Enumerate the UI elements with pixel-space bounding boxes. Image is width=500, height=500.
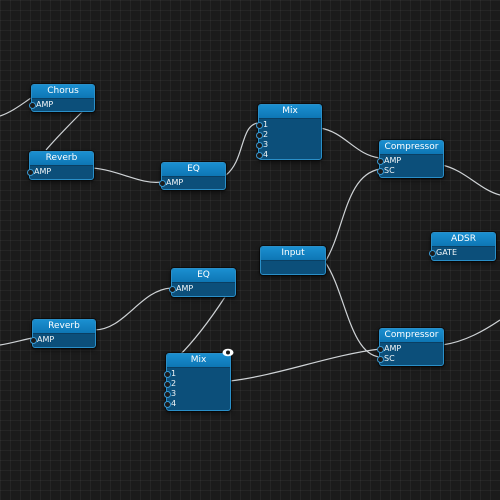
port-label: AMP	[34, 167, 52, 176]
port-label: 3	[263, 140, 269, 149]
wire-offscreen-to-chorus[interactable]	[0, 97, 32, 117]
node-title: Mix	[167, 354, 230, 368]
node-title: Mix	[259, 105, 321, 119]
port-gate[interactable]: GATE	[429, 248, 495, 258]
node-reverb[interactable]: Reverb AMP	[27, 151, 94, 180]
port-label: 2	[263, 130, 269, 139]
port-amp[interactable]: AMP	[377, 344, 443, 354]
wire-eq-to-mix[interactable]	[225, 122, 259, 176]
node-compressor[interactable]: Compressor AMP SC	[377, 140, 444, 178]
port-jack[interactable]	[164, 401, 171, 408]
port-label: AMP	[36, 100, 54, 109]
port-jack[interactable]	[256, 132, 263, 139]
port-jack[interactable]	[256, 142, 263, 149]
port-label: AMP	[37, 335, 55, 344]
port-label: 3	[171, 389, 177, 398]
port-jack[interactable]	[377, 168, 384, 175]
port-amp[interactable]: AMP	[29, 100, 94, 110]
port-jack[interactable]	[377, 356, 384, 363]
port-4[interactable]: 4	[164, 399, 230, 409]
node-title: Reverb	[33, 320, 95, 334]
port-label: SC	[384, 166, 395, 175]
port-label: AMP	[176, 284, 194, 293]
node-chorus[interactable]: Chorus AMP	[29, 84, 95, 112]
port-label: 2	[171, 379, 177, 388]
port-2[interactable]: 2	[164, 379, 230, 389]
port-label: 1	[171, 369, 177, 378]
port-jack[interactable]	[30, 337, 37, 344]
wire-chorus-to-reverb[interactable]	[45, 109, 85, 151]
port-jack[interactable]	[29, 102, 36, 109]
wire-reverb-to-eq-bottom[interactable]	[93, 287, 172, 331]
port-label: 4	[263, 150, 269, 159]
port-jack[interactable]	[256, 122, 263, 129]
port-3[interactable]: 3	[164, 389, 230, 399]
port-jack[interactable]	[429, 250, 436, 257]
port-jack[interactable]	[164, 371, 171, 378]
node-adsr[interactable]: ADSR GATE	[429, 232, 496, 261]
port-jack[interactable]	[377, 158, 384, 165]
wire-input-to-compressor-bottom[interactable]	[324, 261, 381, 358]
port-amp[interactable]: AMP	[30, 335, 95, 345]
node-title: EQ	[162, 163, 225, 177]
wire-compressor-bottom-out[interactable]	[441, 319, 500, 346]
node-eq[interactable]: EQ AMP	[159, 162, 226, 190]
eye-icon[interactable]	[222, 348, 234, 357]
port-amp[interactable]: AMP	[159, 178, 225, 188]
node-title: EQ	[172, 269, 235, 283]
port-jack[interactable]	[159, 180, 166, 187]
port-jack[interactable]	[169, 286, 176, 293]
wire-mix-to-compressor-top[interactable]	[319, 127, 381, 159]
port-label: AMP	[384, 156, 402, 165]
port-amp[interactable]: AMP	[169, 284, 235, 294]
port-label: 4	[171, 399, 177, 408]
wire-reverb-to-eq[interactable]	[91, 167, 163, 183]
wire-eq-to-mix-bottom[interactable]	[177, 296, 226, 358]
node-eq[interactable]: EQ AMP	[169, 268, 236, 297]
port-jack[interactable]	[27, 169, 34, 176]
port-1[interactable]: 1	[164, 369, 230, 379]
port-amp[interactable]: AMP	[27, 167, 93, 177]
port-label: AMP	[384, 344, 402, 353]
port-4[interactable]: 4	[256, 150, 321, 160]
wire-offscreen-to-reverb-bottom[interactable]	[0, 337, 33, 346]
node-mix[interactable]: Mix 1 2 3 4	[256, 104, 322, 160]
node-compressor[interactable]: Compressor AMP SC	[377, 328, 444, 366]
port-amp[interactable]: AMP	[377, 156, 443, 166]
port-sc[interactable]: SC	[377, 354, 443, 364]
port-jack[interactable]	[164, 381, 171, 388]
port-label: AMP	[166, 178, 184, 187]
node-input[interactable]: Input	[260, 246, 326, 275]
wire-mix-to-compressor-bottom[interactable]	[229, 348, 381, 382]
wire-input-to-compressor-top-sc[interactable]	[324, 168, 381, 263]
node-title: Chorus	[32, 85, 94, 99]
port-1[interactable]: 1	[256, 120, 321, 130]
port-2[interactable]: 2	[256, 130, 321, 140]
node-title: Reverb	[30, 152, 93, 166]
node-title: ADSR	[432, 233, 495, 247]
port-jack[interactable]	[377, 346, 384, 353]
port-jack[interactable]	[164, 391, 171, 398]
wire-compressor-top-out[interactable]	[441, 164, 500, 196]
port-3[interactable]: 3	[256, 140, 321, 150]
port-label: GATE	[436, 248, 457, 257]
port-label: 1	[263, 120, 269, 129]
port-sc[interactable]: SC	[377, 166, 443, 176]
node-title: Compressor	[380, 141, 443, 155]
port-label: SC	[384, 354, 395, 363]
port-jack[interactable]	[256, 152, 263, 159]
node-mix[interactable]: Mix 1 2 3 4	[164, 348, 234, 411]
node-reverb[interactable]: Reverb AMP	[30, 319, 96, 348]
node-title: Input	[261, 247, 325, 261]
node-title: Compressor	[380, 329, 443, 343]
